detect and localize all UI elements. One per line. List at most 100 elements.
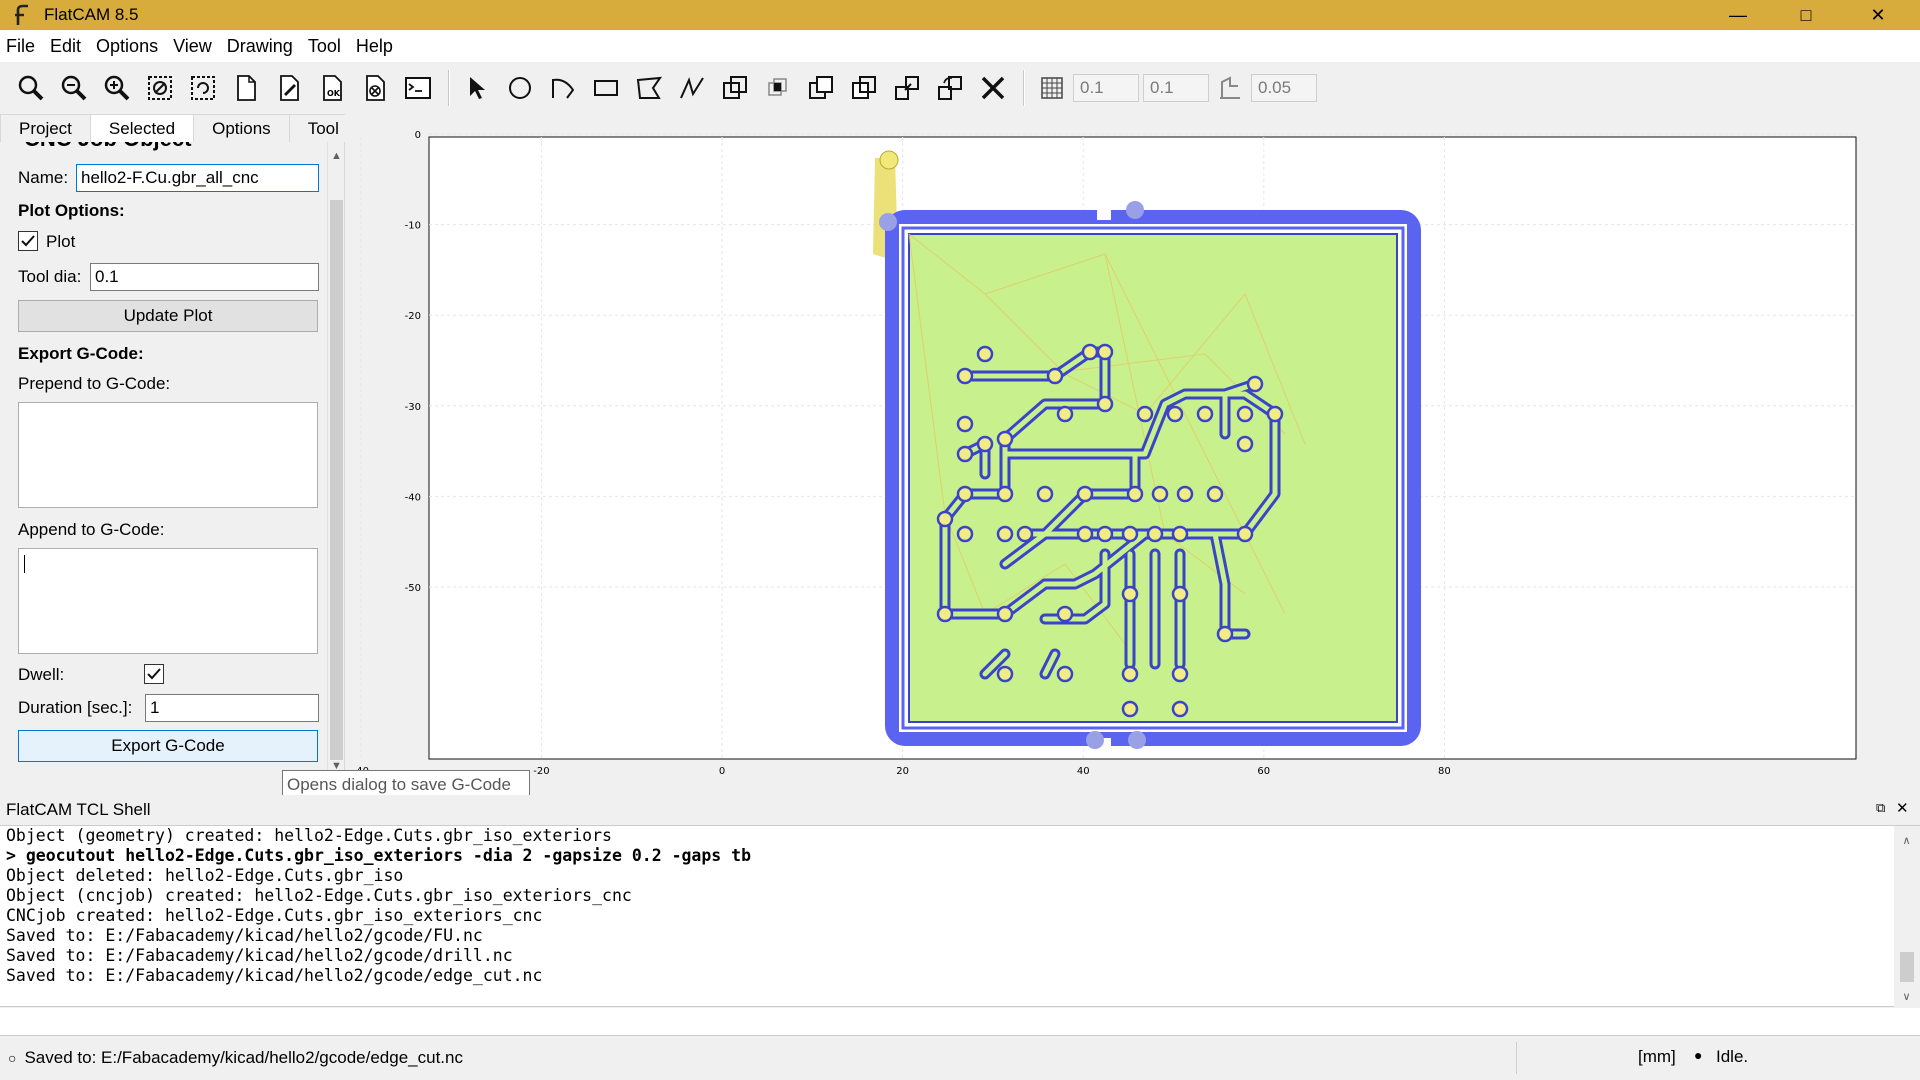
move-button[interactable]	[890, 71, 924, 105]
circle-icon	[509, 77, 531, 99]
circle-tool-button[interactable]	[503, 71, 537, 105]
menu-edit[interactable]: Edit	[50, 35, 82, 56]
pad	[1076, 525, 1094, 543]
scrollbar-thumb[interactable]	[1900, 952, 1914, 982]
snap-max-field[interactable]: 0.05	[1251, 74, 1317, 102]
append-gcode-textarea[interactable]	[18, 548, 318, 654]
dock-float-icon[interactable]: ⧉	[1876, 800, 1886, 815]
pad	[1096, 343, 1114, 361]
zoom-in-button[interactable]	[100, 71, 134, 105]
replot-icon	[191, 76, 215, 100]
union-button[interactable]	[718, 71, 752, 105]
pad	[996, 430, 1014, 448]
pad	[1151, 485, 1169, 503]
minimize-button[interactable]: —	[1729, 4, 1747, 25]
menu-help[interactable]: Help	[355, 35, 393, 56]
cut-path-button[interactable]	[847, 71, 881, 105]
zoom-out-button[interactable]	[57, 71, 91, 105]
menu-tool[interactable]: Tool	[307, 35, 341, 56]
menu-options[interactable]: Options	[96, 35, 159, 56]
grid-y-field[interactable]: 0.1	[1143, 74, 1209, 102]
snap-corner-button[interactable]	[1213, 71, 1247, 105]
status-info-icon: ○	[8, 1050, 17, 1066]
pad	[956, 525, 974, 543]
close-button[interactable]: ✕	[1870, 4, 1886, 25]
pad	[1236, 525, 1254, 543]
copy-button[interactable]	[933, 71, 967, 105]
tab-options[interactable]: Options	[193, 114, 290, 142]
dock-close-icon[interactable]: ✕	[1896, 800, 1909, 817]
duration-label: Duration [sec.]:	[18, 698, 133, 717]
dwell-label: Dwell:	[18, 665, 65, 684]
plot-checkbox[interactable]	[18, 231, 38, 251]
select-tool-button[interactable]	[460, 71, 494, 105]
grid-x-field[interactable]: 0.1	[1073, 74, 1139, 102]
grid-snap-button[interactable]	[1035, 71, 1069, 105]
dwell-checkbox[interactable]	[144, 664, 164, 684]
copy-icon	[938, 76, 962, 100]
scroll-down-icon[interactable]: ∨	[1902, 990, 1911, 1003]
scrollbar-thumb[interactable]	[330, 200, 343, 760]
tab-selected[interactable]: Selected	[89, 114, 195, 142]
path-tool-button[interactable]	[675, 71, 709, 105]
main-toolbar: OK 0.1 0.1 0.05	[0, 62, 1920, 114]
arc-tool-button[interactable]	[546, 71, 580, 105]
polygon-tool-button[interactable]	[632, 71, 666, 105]
notebook-tabs: Project Selected Options Tool	[0, 114, 358, 142]
prepend-gcode-textarea[interactable]	[18, 402, 318, 508]
pad	[1121, 585, 1139, 603]
zoom-fit-button[interactable]	[14, 71, 48, 105]
scroll-up-icon[interactable]: ∧	[1902, 834, 1911, 847]
replot-button[interactable]	[186, 71, 220, 105]
maximize-button[interactable]: □	[1800, 4, 1812, 25]
shell-scrollbar[interactable]: ∧ ∨	[1894, 826, 1920, 1008]
export-gcode-button[interactable]: Export G-Code	[18, 730, 318, 762]
new-project-button[interactable]	[229, 71, 263, 105]
pad	[956, 367, 974, 385]
scroll-up-icon[interactable]: ▲	[331, 150, 342, 162]
title-bar: FlatCAM 8.5 — □ ✕	[0, 0, 1920, 30]
delete-object-button[interactable]	[358, 71, 392, 105]
scroll-down-icon[interactable]: ▼	[331, 760, 342, 772]
pad	[976, 345, 994, 363]
rectangle-tool-button[interactable]	[589, 71, 623, 105]
pad	[1016, 525, 1034, 543]
menu-view[interactable]: View	[173, 35, 212, 56]
duration-input[interactable]: 1	[145, 694, 319, 722]
panel-scrollbar[interactable]: ▲ ▼	[327, 142, 344, 780]
intersection-button[interactable]	[761, 71, 795, 105]
pad	[1121, 665, 1139, 683]
pads	[936, 343, 1284, 718]
text-caret	[24, 555, 25, 573]
tool-dia-label: Tool dia:	[18, 267, 82, 286]
tab-project[interactable]: Project	[0, 114, 91, 142]
name-input[interactable]: hello2-F.Cu.gbr_all_cnc	[76, 164, 319, 192]
move-icon	[895, 76, 919, 100]
clear-plot-button[interactable]	[143, 71, 177, 105]
menu-file[interactable]: File	[6, 35, 36, 56]
append-label: Append to G-Code:	[18, 520, 165, 539]
cut-marker	[1126, 201, 1144, 219]
update-plot-button[interactable]: Update Plot	[18, 300, 318, 332]
flatcam-logo-icon	[10, 2, 36, 28]
pad	[1121, 700, 1139, 718]
path-icon	[680, 77, 704, 99]
cut-path-icon	[852, 76, 876, 99]
shell-command-input[interactable]	[0, 1008, 1920, 1036]
pad	[956, 445, 974, 463]
tool-dia-input[interactable]: 0.1	[90, 263, 319, 291]
board-graphics	[873, 150, 1421, 754]
pad	[996, 605, 1014, 623]
tcl-shell-button[interactable]	[401, 71, 435, 105]
shell-line: Object (geometry) created: hello2-Edge.C…	[6, 826, 612, 845]
new-geometry-button[interactable]	[272, 71, 306, 105]
pad	[1236, 435, 1254, 453]
open-gerber-button[interactable]: OK	[315, 71, 349, 105]
delete-shape-button[interactable]	[976, 71, 1010, 105]
menu-drawing[interactable]: Drawing	[226, 35, 293, 56]
shell-line: Object deleted: hello2-Edge.Cuts.gbr_iso	[6, 866, 404, 885]
pad	[1046, 367, 1064, 385]
subtract-button[interactable]	[804, 71, 838, 105]
